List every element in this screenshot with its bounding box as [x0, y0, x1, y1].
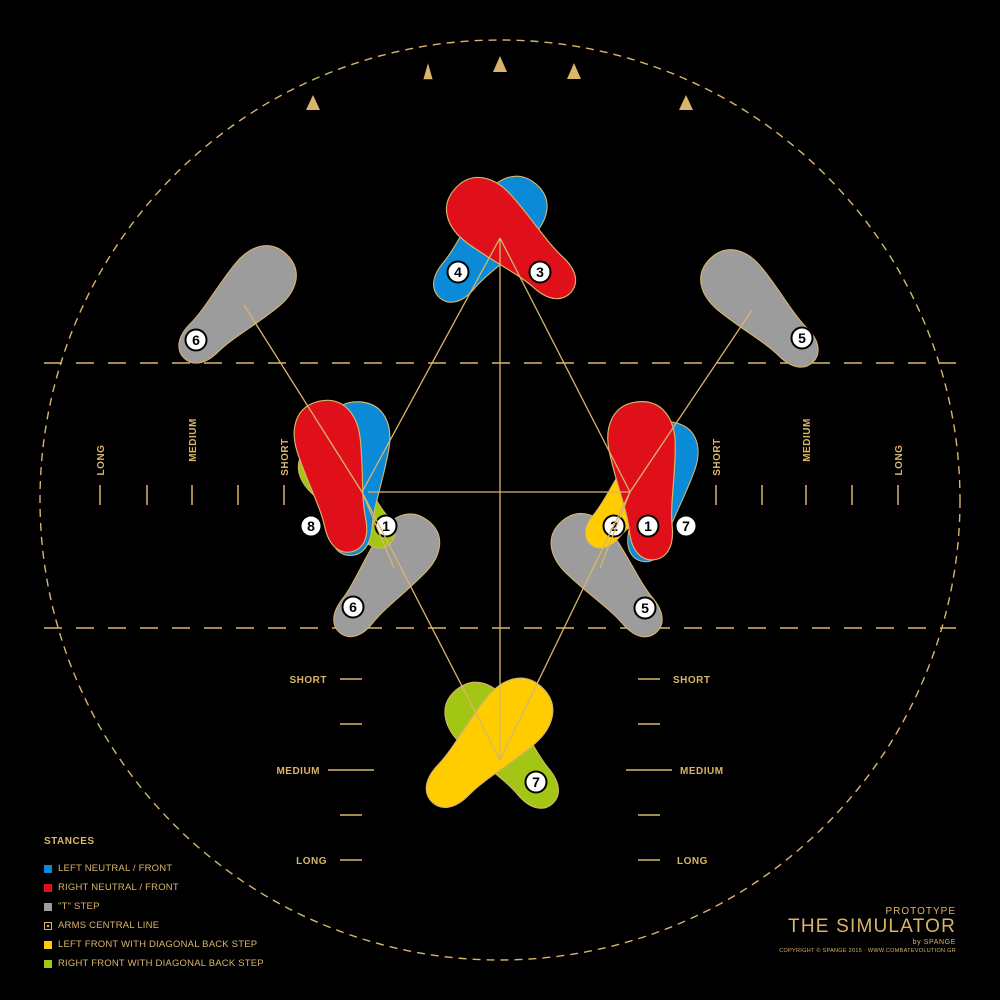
left-distance-ticks	[99, 485, 285, 505]
connector-line	[499, 237, 631, 493]
step-number-badge	[636, 514, 660, 538]
footprint-5-upper-right: 5	[687, 236, 836, 385]
triangle-icon	[679, 95, 693, 110]
footprint-3-top: 3	[432, 163, 594, 318]
connector-line	[361, 237, 501, 493]
step-number: 7	[682, 518, 690, 534]
legend-item: RIGHT FRONT WITH DIAGONAL BACK STEP	[44, 954, 304, 973]
step-number-badge	[374, 514, 398, 538]
step-number-badge	[446, 260, 470, 284]
byline: by SPANGE	[912, 939, 956, 946]
step-number: 4	[454, 264, 462, 280]
legend-items: LEFT NEUTRAL / FRONT RIGHT NEUTRAL / FRON…	[44, 859, 304, 973]
step-number-badge	[674, 514, 698, 538]
label-short-right: SHORT	[712, 438, 723, 476]
legend-item: LEFT FRONT WITH DIAGONAL BACK STEP	[44, 935, 304, 954]
label-long-bottom-left: LONG	[296, 856, 327, 867]
step-number: 6	[349, 599, 357, 615]
color-swatch-icon	[44, 883, 52, 892]
connector-line	[629, 309, 753, 493]
label-medium-left: MEDIUM	[188, 418, 199, 462]
product-title: THE SIMULATOR	[788, 916, 956, 937]
legend-item-label: LEFT FRONT WITH DIAGONAL BACK STEP	[58, 939, 258, 950]
footprint-4-top: 4	[415, 163, 561, 319]
label-long-left: LONG	[96, 445, 107, 476]
legend-item: ARMS CENTRAL LINE	[44, 916, 304, 935]
footprint-8-left: 8	[286, 430, 411, 563]
legend-item-label: ARMS CENTRAL LINE	[58, 920, 160, 931]
step-number: 6	[192, 332, 200, 348]
step-number: 5	[641, 600, 649, 616]
color-swatch-icon	[44, 902, 52, 911]
footprints-layer: 43656587212187	[161, 163, 836, 826]
legend-item: LEFT NEUTRAL / FRONT	[44, 859, 304, 878]
step-number: 8	[307, 518, 315, 534]
step-number: 3	[536, 264, 544, 280]
footprint-6-upper-left: 6	[161, 232, 310, 381]
prototype-label: PROTOTYPE	[885, 906, 956, 917]
triangle-icon	[423, 63, 433, 80]
connector-line	[499, 491, 631, 761]
lower-right-distance-ticks	[626, 678, 672, 861]
label-short-bottom-right: SHORT	[673, 675, 711, 686]
step-number-badge	[790, 326, 814, 350]
step-number-badge	[528, 260, 552, 284]
label-medium-right: MEDIUM	[802, 418, 813, 462]
color-swatch-icon	[44, 940, 52, 949]
step-number-badge	[299, 514, 323, 538]
label-long-right: LONG	[894, 445, 905, 476]
legend-item-label: "T" STEP	[58, 901, 100, 912]
label-short-left: SHORT	[280, 438, 291, 476]
step-number: 1	[382, 518, 390, 534]
direction-triangles	[306, 56, 693, 110]
footprint-shape	[687, 236, 836, 385]
legend: STANCES LEFT NEUTRAL / FRONT RIGHT NEUTRA…	[44, 836, 304, 973]
label-medium-bottom-left: MEDIUM	[276, 766, 320, 777]
legend-title: STANCES	[44, 836, 95, 847]
copyright: COPYRIGHT © SPANGE 2015 · WWW.COMBATEVOL…	[779, 948, 956, 954]
footprint-1-left: 1	[286, 393, 398, 560]
legend-item: RIGHT NEUTRAL / FRONT	[44, 878, 304, 897]
label-short-bottom-left: SHORT	[290, 675, 328, 686]
footprint-shape	[161, 232, 310, 381]
distance-labels: LONG MEDIUM SHORT SHORT MEDIUM LONG SHOR…	[96, 418, 905, 867]
triangle-icon	[567, 63, 581, 79]
connector-line	[599, 491, 631, 569]
right-distance-ticks	[715, 485, 899, 505]
triangle-icon	[306, 95, 320, 110]
color-swatch-icon	[44, 959, 52, 968]
arms-central-lines	[243, 237, 753, 761]
step-number-badge	[184, 328, 208, 352]
legend-item: "T" STEP	[44, 897, 304, 916]
step-number-badge	[524, 770, 548, 794]
footprint-6-lower-left: 6	[316, 501, 453, 653]
footprint-7-right: 7	[569, 430, 698, 563]
legend-item-label: RIGHT NEUTRAL / FRONT	[58, 882, 179, 893]
connector-line	[361, 491, 501, 761]
footprint-5-lower-right: 5	[538, 500, 681, 654]
lower-left-distance-ticks	[328, 678, 374, 861]
step-number: 5	[798, 330, 806, 346]
connector-line	[243, 304, 363, 493]
legend-item-label: RIGHT FRONT WITH DIAGONAL BACK STEP	[58, 958, 264, 969]
label-medium-bottom-right: MEDIUM	[680, 766, 724, 777]
footprint-1-right: 1	[603, 397, 688, 564]
outlined-square-icon	[44, 921, 52, 930]
step-number: 1	[644, 518, 652, 534]
triangle-icon	[493, 56, 507, 72]
label-long-bottom-right: LONG	[677, 856, 708, 867]
step-number-badge	[633, 596, 657, 620]
step-number-badge	[341, 595, 365, 619]
outer-ring	[39, 39, 961, 961]
step-number: 7	[532, 774, 540, 790]
brand-block: PROTOTYPE THE SIMULATOR by SPANGE COPYRI…	[736, 906, 956, 954]
color-swatch-icon	[44, 864, 52, 873]
connector-line	[361, 491, 395, 569]
legend-item-label: LEFT NEUTRAL / FRONT	[58, 863, 173, 874]
footprint-7-bottom: 7	[407, 663, 568, 826]
